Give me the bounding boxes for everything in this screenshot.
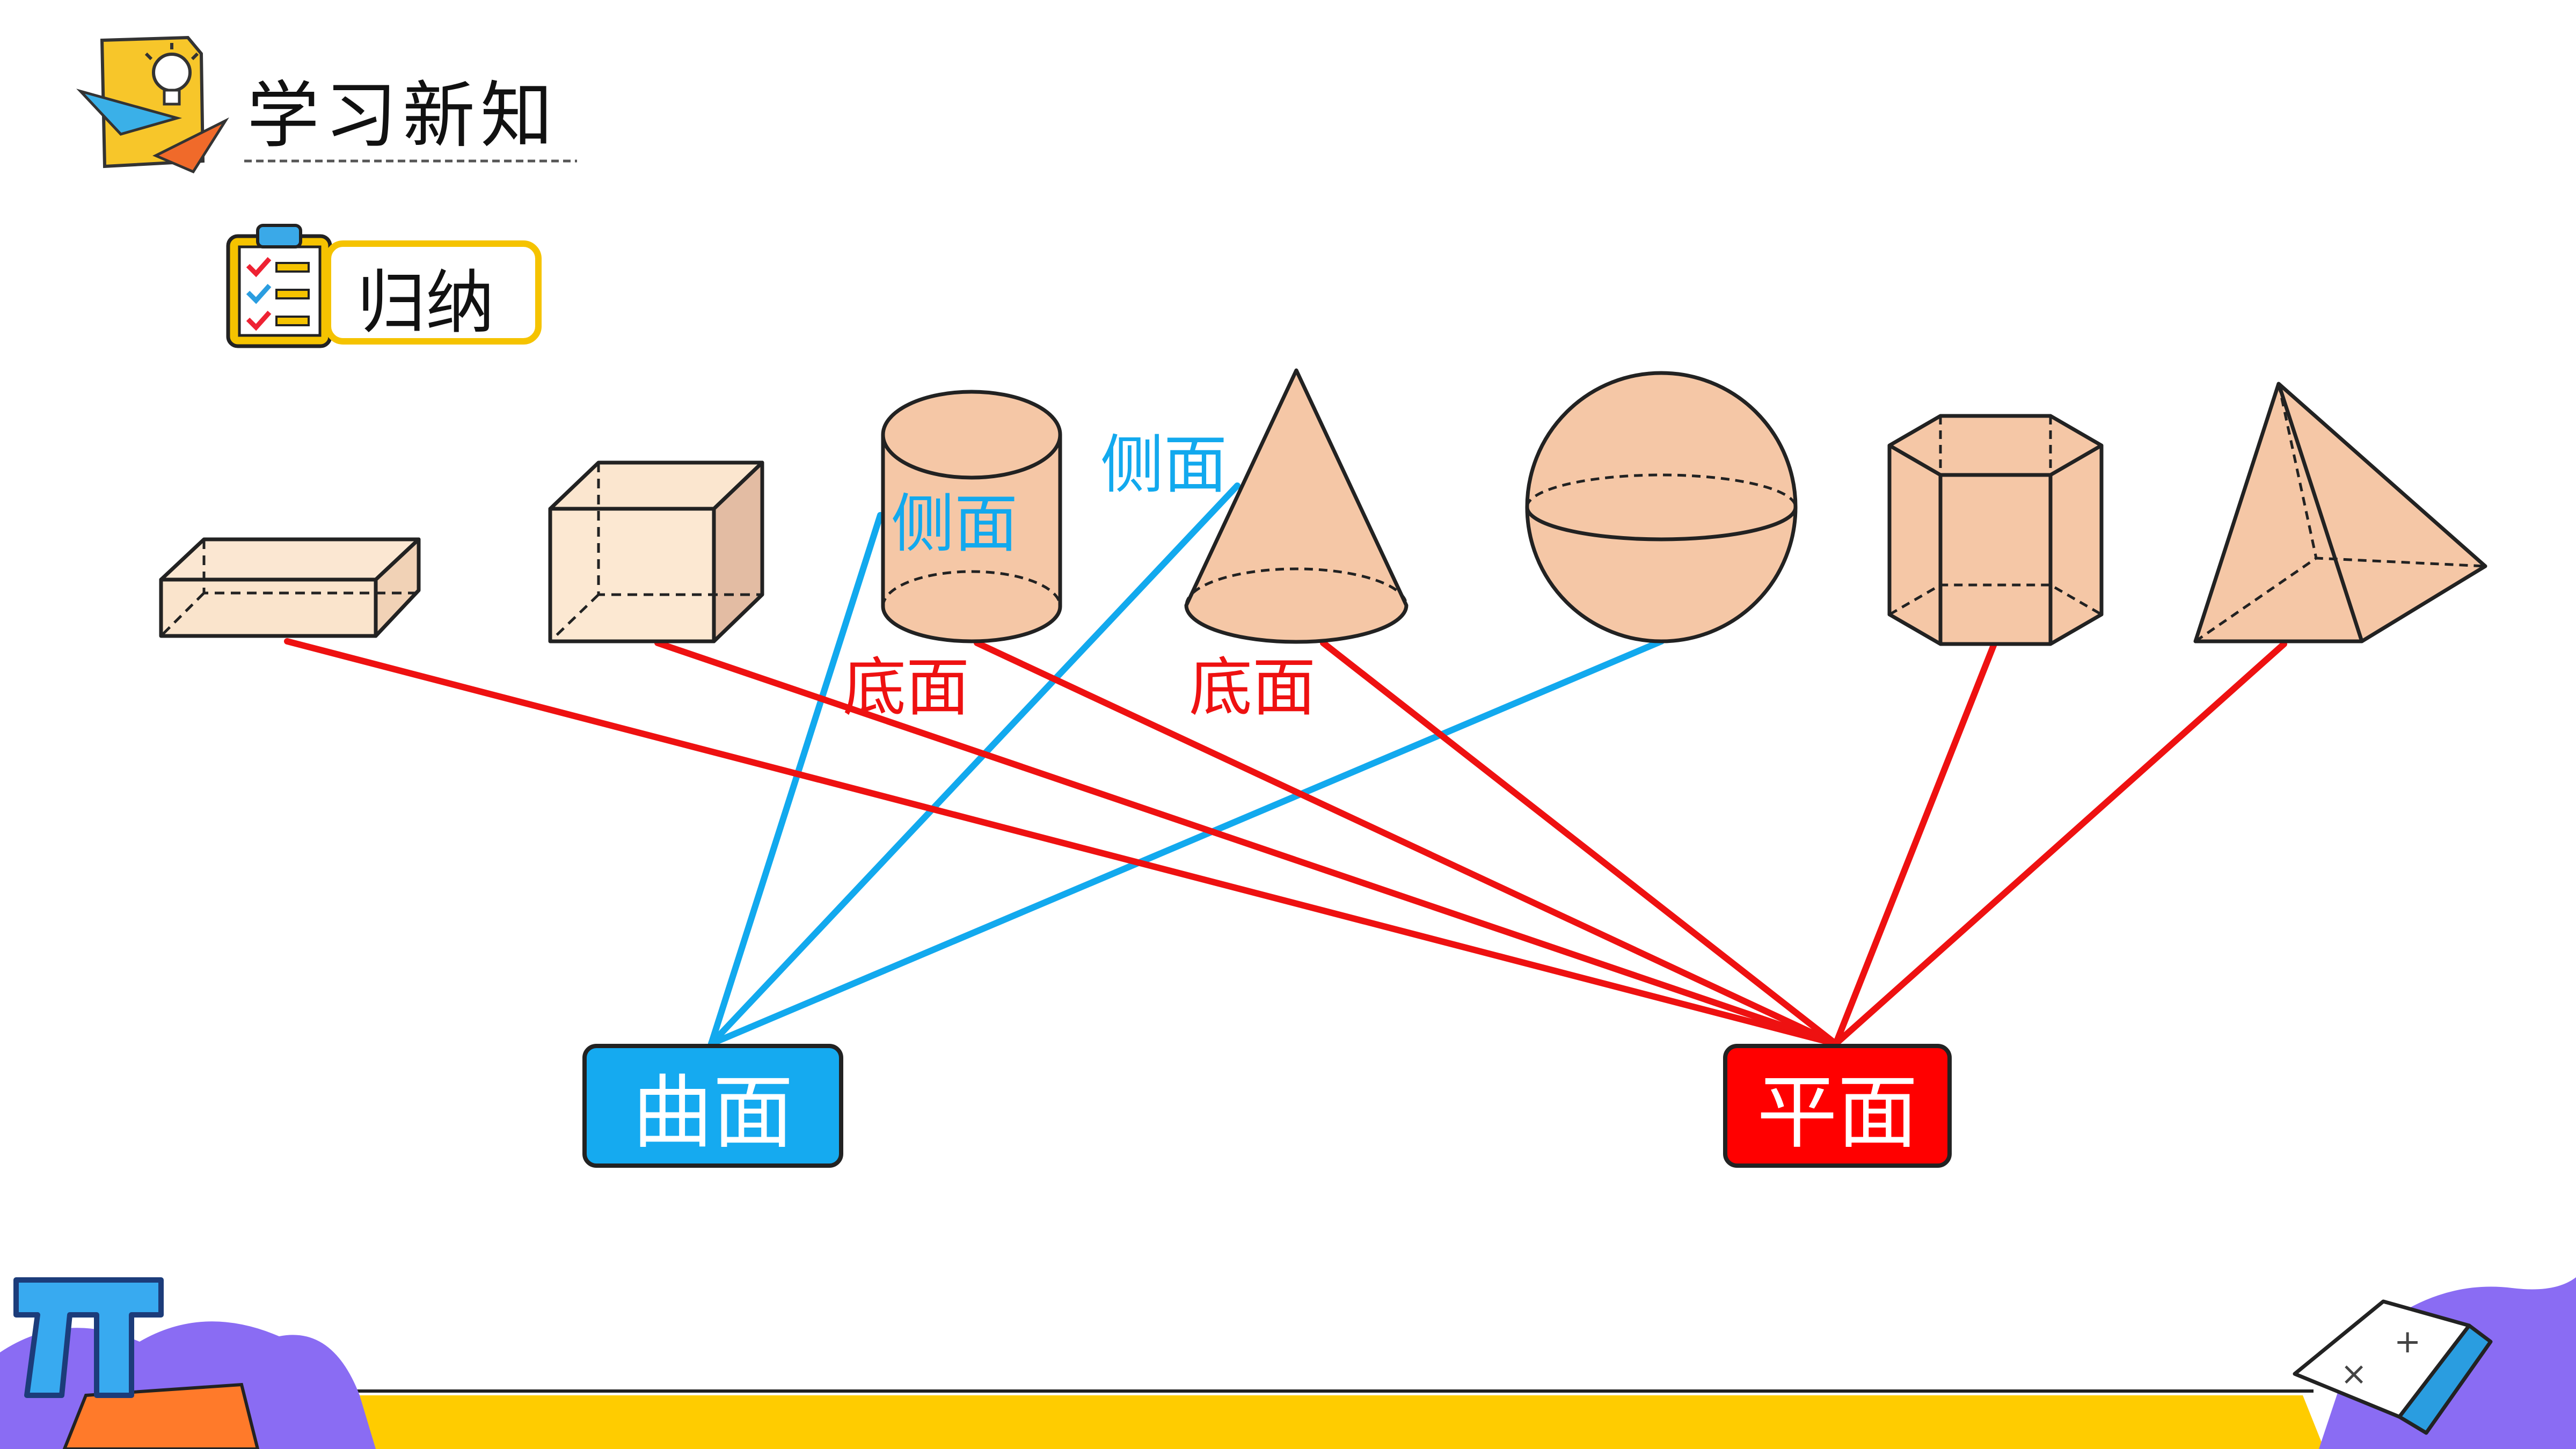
paper-plane-icon bbox=[76, 89, 229, 174]
flat-surface-connections bbox=[284, 638, 2287, 1047]
lightbulb-icon bbox=[144, 43, 199, 106]
pyramid-shape bbox=[2193, 382, 2487, 643]
footer-decoration bbox=[0, 1277, 2576, 1449]
line-cone-side-to-curved bbox=[708, 482, 1240, 1047]
section-badge-label: 归纳 bbox=[357, 263, 495, 343]
sphere-shape bbox=[1525, 371, 1798, 643]
svg-text:+: + bbox=[2394, 1323, 2421, 1360]
hexagonal-prism-shape bbox=[1887, 414, 2104, 646]
line-cylinder-base-to-flat bbox=[974, 640, 1839, 1047]
line-sphere-to-curved bbox=[708, 638, 1665, 1047]
cone-shape bbox=[1184, 368, 1409, 644]
line-cube-to-flat bbox=[654, 640, 1839, 1047]
curved-surface-connections bbox=[708, 482, 1665, 1047]
line-cylinder-side-to-curved bbox=[708, 512, 884, 1047]
svg-text:×: × bbox=[2340, 1355, 2367, 1393]
cylinder-base-label: 底面 bbox=[843, 650, 970, 724]
cone-side-label: 侧面 bbox=[1100, 428, 1228, 502]
header-icon bbox=[76, 35, 229, 174]
curved-surface-box: 曲面 bbox=[582, 1044, 843, 1168]
line-cone-base-to-flat bbox=[1320, 640, 1839, 1047]
line-pyramid-to-flat bbox=[1833, 641, 2287, 1047]
cone-base-label: 底面 bbox=[1189, 650, 1316, 724]
cylinder-shape bbox=[881, 390, 1062, 643]
pi-symbol-icon bbox=[13, 1277, 164, 1398]
page-title: 学习新知 bbox=[247, 74, 558, 158]
line-flat-cuboid-to-flat bbox=[284, 638, 1839, 1047]
cube-shape bbox=[548, 460, 764, 643]
flat-cuboid-shape bbox=[159, 537, 421, 638]
flat-surface-box: 平面 bbox=[1723, 1044, 1952, 1168]
checklist-icon bbox=[226, 224, 332, 348]
line-hex-prism-to-flat bbox=[1833, 641, 1997, 1047]
section-badge bbox=[325, 240, 542, 345]
book-icon: × + bbox=[2293, 1299, 2493, 1435]
cylinder-side-label: 侧面 bbox=[891, 487, 1018, 561]
